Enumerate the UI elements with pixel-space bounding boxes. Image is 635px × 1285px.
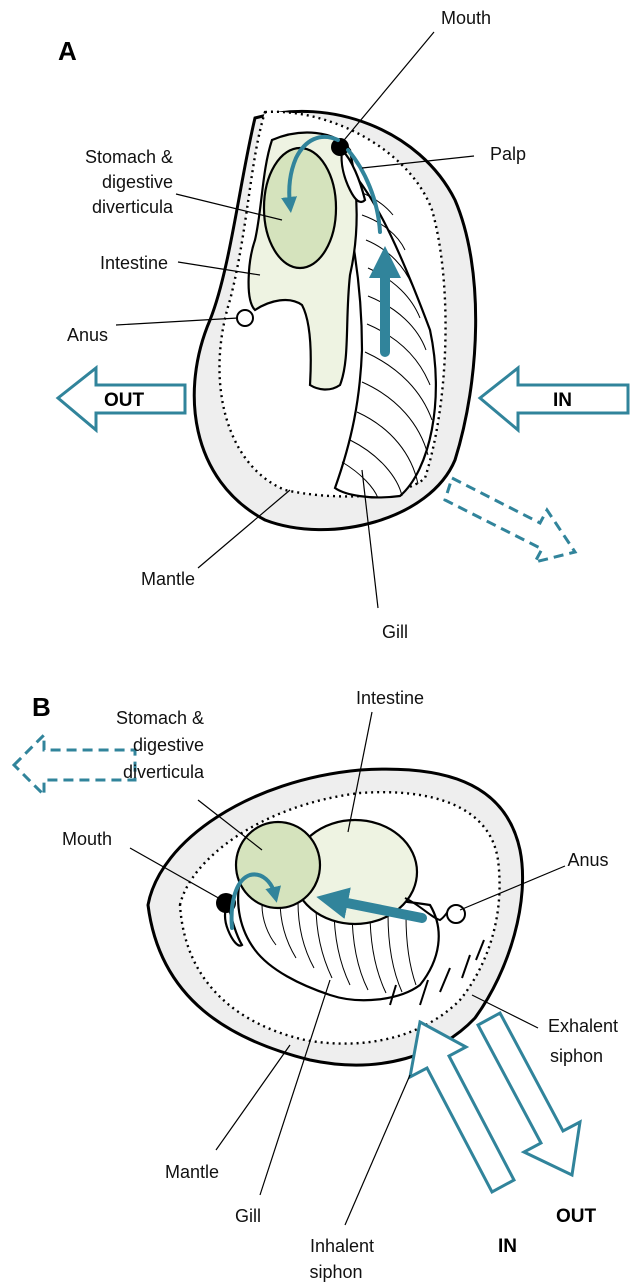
panel-a-anus <box>237 310 253 326</box>
panel-a-palp-label: Palp <box>490 144 526 164</box>
panel-b-anus <box>447 905 465 923</box>
panel-b-inhalent-label-1: Inhalent <box>310 1236 374 1256</box>
panel-a-gill-label: Gill <box>382 622 408 642</box>
panel-a-intestine-label: Intestine <box>100 253 168 273</box>
panel-b-letter: B <box>32 692 51 722</box>
panel-b-in-label: IN <box>498 1236 517 1257</box>
panel-a-in-label: IN <box>553 390 572 411</box>
panel-a-stomach-label-3: diverticula <box>92 197 174 217</box>
panel-a-mantle-label: Mantle <box>141 569 195 589</box>
panel-b-dashed-out-arrow <box>14 735 135 795</box>
panel-a: A <box>58 8 628 642</box>
panel-a-letter: A <box>58 36 77 66</box>
panel-a-stomach <box>264 148 336 268</box>
panel-a-anus-label: Anus <box>67 325 108 345</box>
panel-b-mantle-leader <box>216 1045 290 1150</box>
panel-a-mouth-label: Mouth <box>441 8 491 28</box>
panel-a-stomach-label-1: Stomach & <box>85 147 173 167</box>
panel-b-stomach-label-2: digestive <box>133 735 204 755</box>
panel-b-anus-label: Anus <box>567 850 608 870</box>
panel-b-exhalent-label-2: siphon <box>550 1046 603 1066</box>
panel-a-stomach-label-2: digestive <box>102 172 173 192</box>
panel-a-dashed-arrow <box>445 478 575 562</box>
panel-a-mouth-leader <box>340 32 434 145</box>
panel-b-exhalent-label-1: Exhalent <box>548 1016 618 1036</box>
panel-b-gill-label: Gill <box>235 1206 261 1226</box>
panel-b: B <box>14 688 618 1282</box>
panel-b-inhalent-label-2: siphon <box>309 1262 362 1282</box>
panel-b-out-label: OUT <box>556 1206 597 1227</box>
panel-a-out-label: OUT <box>104 390 145 411</box>
panel-b-stomach-label-1: Stomach & <box>116 708 204 728</box>
panel-b-mouth-label: Mouth <box>62 829 112 849</box>
panel-b-mantle-label: Mantle <box>165 1162 219 1182</box>
panel-b-inhalent-leader <box>345 1075 410 1225</box>
panel-b-stomach-label-3: diverticula <box>123 762 205 782</box>
panel-b-stomach <box>236 822 320 908</box>
panel-a-mouth <box>331 138 349 156</box>
panel-b-intestine-label: Intestine <box>356 688 424 708</box>
